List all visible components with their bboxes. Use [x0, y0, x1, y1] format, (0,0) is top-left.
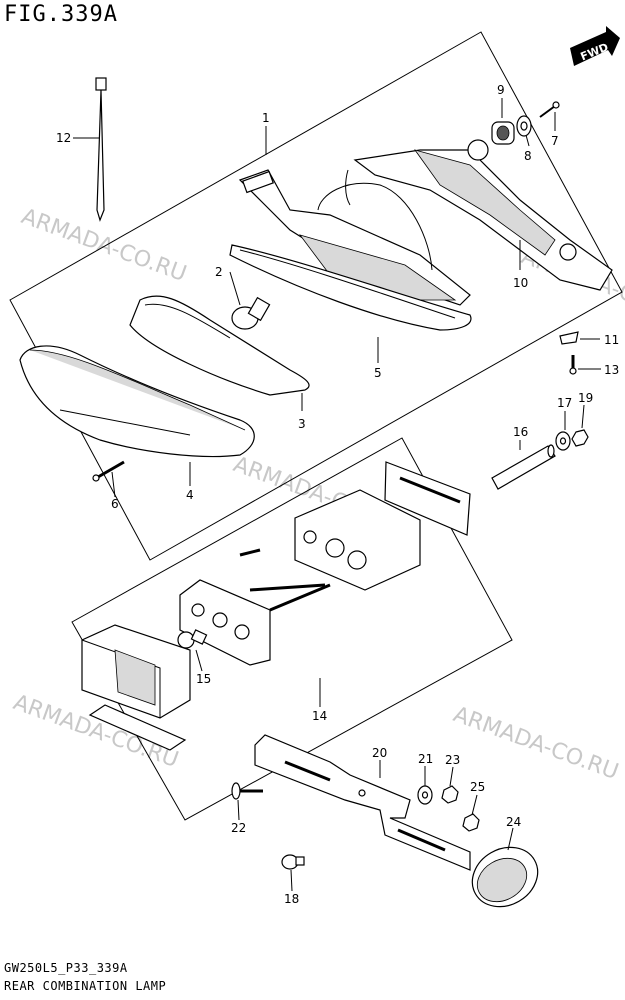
callout-22: 22 — [231, 821, 246, 835]
callout-14: 14 — [312, 709, 327, 723]
callout-8: 8 — [524, 149, 532, 163]
callout-21: 21 — [418, 752, 433, 766]
assembly-14-boundary — [71, 437, 513, 821]
callout-4: 4 — [186, 488, 194, 502]
gasket-part — [229, 244, 472, 331]
callout-2: 2 — [215, 265, 223, 279]
lens-screw-part — [92, 460, 125, 482]
watermark-1: ARMADA-CO.RU — [18, 204, 190, 287]
callout-19: 19 — [578, 391, 593, 405]
lamp-bracket-part — [353, 139, 613, 291]
lens-part — [19, 345, 255, 458]
bulb-part — [231, 296, 271, 330]
nut-19-part — [571, 429, 589, 447]
callout-1: 1 — [262, 111, 270, 125]
license-bracket-part — [254, 734, 471, 871]
lamp-housing-part — [238, 169, 471, 306]
reflector-part — [129, 295, 310, 396]
nut-25-part — [462, 813, 480, 832]
watermark-4: ARMADA-CO.RU — [450, 702, 622, 785]
callout-6: 6 — [111, 497, 119, 511]
washer-21-part — [417, 785, 433, 805]
fwd-arrow-icon: FWD — [570, 26, 620, 66]
figure-title: FIG.339A — [4, 2, 118, 27]
collar-part — [491, 444, 556, 490]
nut-23-part — [441, 785, 459, 804]
callout-5: 5 — [374, 366, 382, 380]
screw-part — [539, 101, 560, 118]
rear-reflector-part — [471, 846, 539, 908]
callout-16: 16 — [513, 425, 528, 439]
cushion-18-part — [281, 854, 305, 870]
cable-tie-part — [95, 77, 107, 222]
callout-7: 7 — [551, 134, 559, 148]
figure-caption: REAR COMBINATION LAMP — [4, 979, 167, 993]
clip-nut-part — [559, 331, 579, 345]
callout-17: 17 — [557, 396, 572, 410]
callout-3: 3 — [298, 417, 306, 431]
callout-18: 18 — [284, 892, 299, 906]
license-lens-part — [81, 624, 191, 719]
license-lamp-gasket-part — [384, 461, 471, 536]
figure-model-code: GW250L5_P33_339A — [4, 961, 128, 975]
socket-plate-part — [179, 548, 331, 666]
callout-20: 20 — [372, 746, 387, 760]
leader-lines — [73, 98, 601, 892]
screw-13-part — [569, 355, 577, 375]
grommet-part — [491, 121, 515, 145]
callout-25: 25 — [470, 780, 485, 794]
callout-13: 13 — [604, 363, 619, 377]
callout-23: 23 — [445, 753, 460, 767]
license-lens-gasket-part — [88, 704, 187, 751]
bulb-15-part — [177, 629, 208, 649]
callout-10: 10 — [513, 276, 528, 290]
license-lamp-housing-part — [294, 489, 421, 591]
callout-12: 12 — [56, 131, 71, 145]
callout-24: 24 — [506, 815, 521, 829]
bolt-22-part — [231, 782, 263, 800]
callout-11: 11 — [604, 333, 619, 347]
washer-part — [516, 115, 532, 137]
washer-17-part — [555, 431, 571, 451]
callout-9: 9 — [497, 83, 505, 97]
callout-15: 15 — [196, 672, 211, 686]
